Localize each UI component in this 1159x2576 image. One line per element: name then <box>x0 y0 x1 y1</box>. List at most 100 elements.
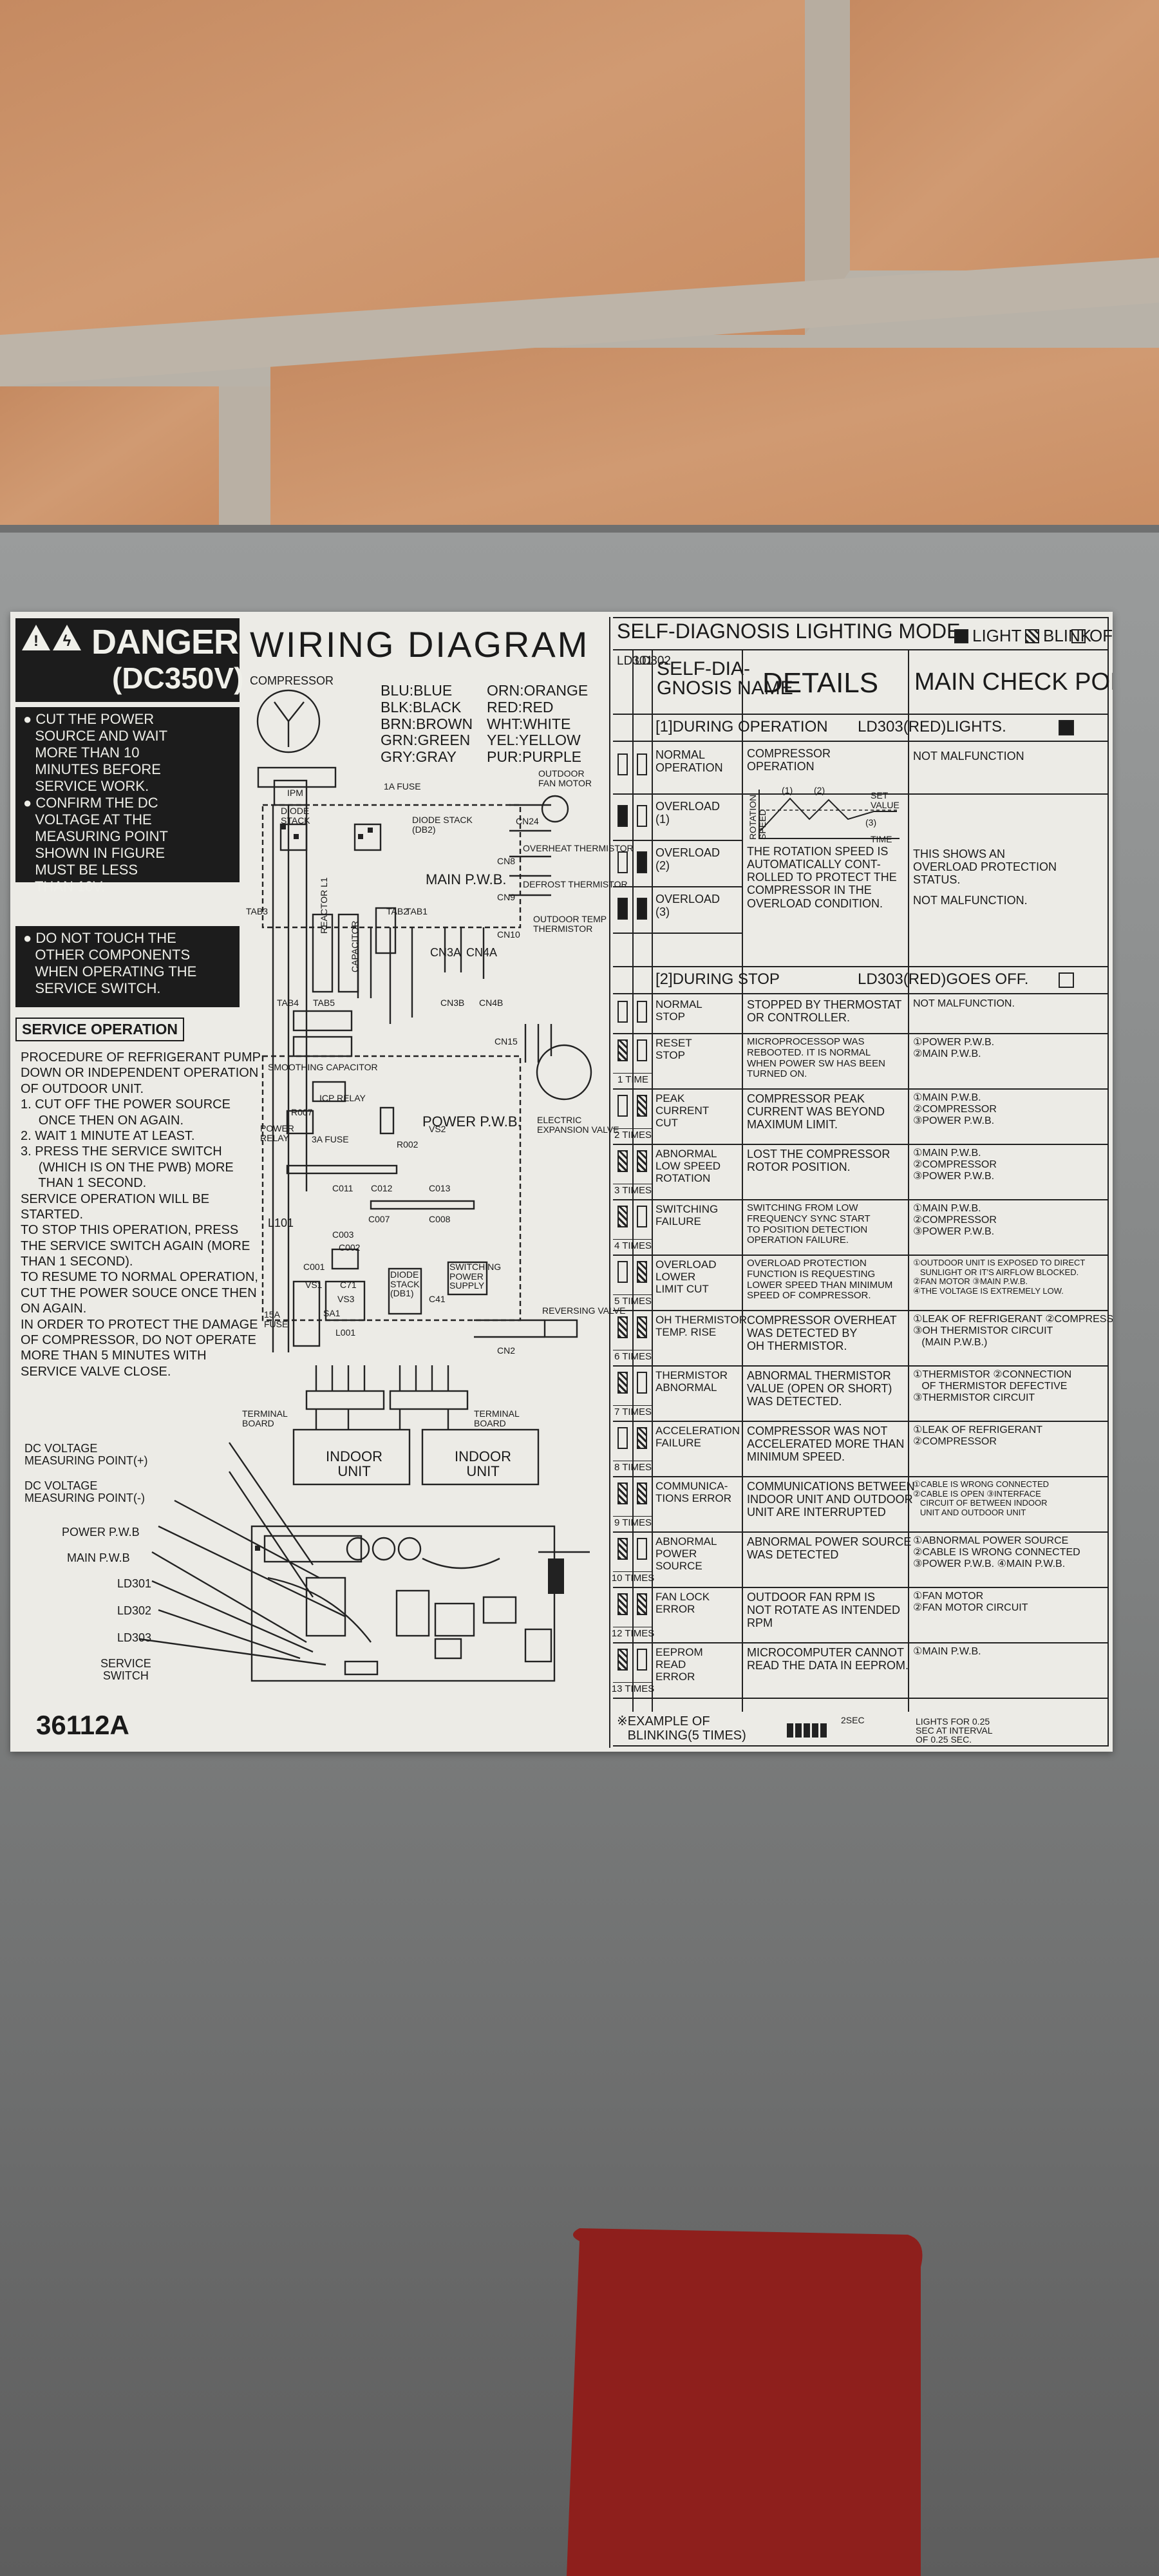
ld301-indicator-icon <box>617 1372 628 1394</box>
blink-count: 13 TIMES <box>611 1683 655 1694</box>
blinking-example-label: ※EXAMPLE OF BLINKING(5 TIMES) <box>617 1714 746 1743</box>
terminal-board-right-label: TERMINAL BOARD <box>474 1408 520 1428</box>
row-check: ①LEAK OF REFRIGERANT ②COMPRESSOR ③OH THE… <box>913 1314 1113 1348</box>
col-ld301: LD301 <box>617 654 653 668</box>
row-check: NOT MALFUNCTION <box>913 750 1024 762</box>
ld301-indicator-icon <box>617 1482 628 1504</box>
row-details: ABNORMAL THERMISTOR VALUE (OPEN OR SHORT… <box>747 1369 892 1408</box>
service-operation-text: PROCEDURE OF REFRIGERANT PUMP DOWN OR IN… <box>21 1050 261 1379</box>
graph-mark-1: (1) <box>782 785 793 795</box>
row-check: ①CABLE IS WRONG CONNECTED ②CABLE IS OPEN… <box>913 1479 1050 1517</box>
warning-mark-icon: ! <box>33 632 39 650</box>
wiring-schematic <box>138 689 592 1682</box>
code-cn15: CN15 <box>495 1036 518 1046</box>
code-c001: C001 <box>303 1262 325 1272</box>
code-sa1: SA1 <box>323 1308 341 1318</box>
code-r002: R002 <box>397 1139 419 1150</box>
row-name: NORMAL OPERATION <box>655 748 723 775</box>
warning-triangle-icon <box>53 625 81 650</box>
code-c007: C007 <box>368 1214 390 1224</box>
row-name: ACCELERATION FAILURE <box>655 1425 740 1450</box>
overheat-thermistor-label: OVERHEAT THERMISTOR <box>523 843 634 853</box>
warning-mark-icon: ϟ <box>62 632 71 650</box>
code-tab3: TAB3 <box>246 906 268 916</box>
code-cn2: CN2 <box>497 1345 516 1356</box>
reactor-label: REACTOR L1 <box>319 877 329 934</box>
row-details: COMPRESSOR OVERHEAT WAS DETECTED BY OH T… <box>747 1314 897 1353</box>
electric-expansion-valve-label: ELECTRIC EXPANSION VALVE <box>537 1115 619 1135</box>
terminal-board-left-label: TERMINAL BOARD <box>242 1408 288 1428</box>
ld302-indicator-icon <box>637 1538 647 1560</box>
code-tab2: TAB2 <box>386 906 408 916</box>
row-check: ①MAIN P.W.B. ②COMPRESSOR ③POWER P.W.B. <box>913 1203 997 1237</box>
reversing-valve-label: REVERSING VALVE <box>542 1305 626 1316</box>
color-legend-left: BLU:BLUE BLK:BLACK BRN:BROWN GRN:GREEN G… <box>381 682 473 765</box>
ld303-lit-icon <box>1059 720 1074 735</box>
ld301-indicator-icon <box>617 1593 628 1615</box>
ld302-label: LD302 <box>117 1604 152 1617</box>
graph-mark-3: (3) <box>865 817 877 828</box>
service-switch-label: SERVICE SWITCH <box>100 1657 151 1682</box>
row-check: ①MAIN P.W.B. <box>913 1646 981 1657</box>
ld302-indicator-icon <box>637 805 647 827</box>
row-details: MICROPROCESSOP WAS REBOOTED. IT IS NORMA… <box>747 1036 886 1080</box>
row-check: ①THERMISTOR ②CONNECTION OF THERMISTOR DE… <box>913 1369 1072 1403</box>
row-name: EEPROM READ ERROR <box>655 1646 703 1683</box>
rotation-speed-axis: ROTATION SPEED <box>748 794 768 840</box>
ld301-indicator-icon <box>617 1538 628 1560</box>
code-r007: R007 <box>291 1107 313 1117</box>
blink-count: 5 TIMES <box>614 1296 652 1307</box>
ld301-indicator-icon <box>617 805 628 827</box>
ld302-indicator-icon <box>637 1001 647 1023</box>
ld302-indicator-icon <box>637 1316 647 1338</box>
blink-count: 4 TIMES <box>614 1240 652 1251</box>
ld302-indicator-icon <box>637 1482 647 1504</box>
row-name: COMMUNICA- TIONS ERROR <box>655 1480 732 1505</box>
row-check: NOT MALFUNCTION. <box>913 894 1028 907</box>
diode-stack-db1-label: DIODE STACK (DB1) <box>390 1269 420 1299</box>
danger-title: DANGER <box>91 623 239 661</box>
capacitor-label: CAPACITOR <box>350 920 360 972</box>
code-tab5: TAB5 <box>313 998 335 1008</box>
code-c012: C012 <box>371 1183 393 1193</box>
section-during-stop: [2]DURING STOP <box>655 971 780 988</box>
ld301-indicator-icon <box>617 1261 628 1283</box>
row-check: THIS SHOWS AN OVERLOAD PROTECTION STATUS… <box>913 848 1057 887</box>
code-cn10: CN10 <box>497 929 520 940</box>
row-details: COMPRESSOR OPERATION <box>747 747 831 773</box>
row-name: ABNORMAL LOW SPEED ROTATION <box>655 1148 721 1185</box>
code-c008: C008 <box>429 1214 451 1224</box>
light-legend: LIGHT <box>954 627 1022 645</box>
ld302-indicator-icon <box>637 1593 647 1615</box>
diode-stack-db2-label: DIODE STACK (DB2) <box>412 815 473 835</box>
blink-count: 10 TIMES <box>611 1573 655 1584</box>
set-value-label: SET VALUE <box>871 790 900 810</box>
row-check: ①MAIN P.W.B. ②COMPRESSOR ③POWER P.W.B. <box>913 1148 997 1182</box>
ld301-indicator-icon <box>617 1150 628 1172</box>
fuse-3a-label: 3A FUSE <box>312 1134 349 1144</box>
ld301-indicator-icon <box>617 1427 628 1449</box>
divider <box>609 617 610 1748</box>
code-cn3b: CN3B <box>440 998 465 1008</box>
compressor-label: COMPRESSOR <box>250 674 334 687</box>
ld302-indicator-icon <box>637 1095 647 1117</box>
row-details: LOST THE COMPRESSOR ROTOR POSITION. <box>747 1148 890 1174</box>
section-during-operation: [1]DURING OPERATION <box>655 718 828 735</box>
power-pwb-label: POWER P.W.B. <box>422 1113 522 1130</box>
blink-count: 3 TIMES <box>614 1185 652 1196</box>
indoor-unit-2-label: INDOOR UNIT <box>455 1448 511 1480</box>
blink-swatch-icon <box>1025 629 1039 643</box>
main-pwb-label: MAIN P.W.B. <box>426 871 507 887</box>
dc-voltage-positive-label: DC VOLTAGE MEASURING POINT(+) <box>24 1442 148 1467</box>
ld301-indicator-icon <box>617 851 628 873</box>
danger-voltage: (DC350V) <box>112 661 244 695</box>
color-legend-right: ORN:ORANGE RED:RED WHT:WHITE YEL:YELLOW … <box>487 682 589 765</box>
row-name: NORMAL STOP <box>655 998 702 1023</box>
code-c011: C011 <box>332 1183 353 1193</box>
row-check: ①ABNORMAL POWER SOURCE ②CABLE IS WRONG C… <box>913 1535 1080 1569</box>
power-pwb-fig-label: POWER P.W.B <box>62 1526 140 1539</box>
blink-count: 9 TIMES <box>614 1517 652 1528</box>
time-axis-label: TIME <box>871 834 892 844</box>
row-check: ①OUTDOOR UNIT IS EXPOSED TO DIRECT SUNLI… <box>913 1258 1086 1296</box>
